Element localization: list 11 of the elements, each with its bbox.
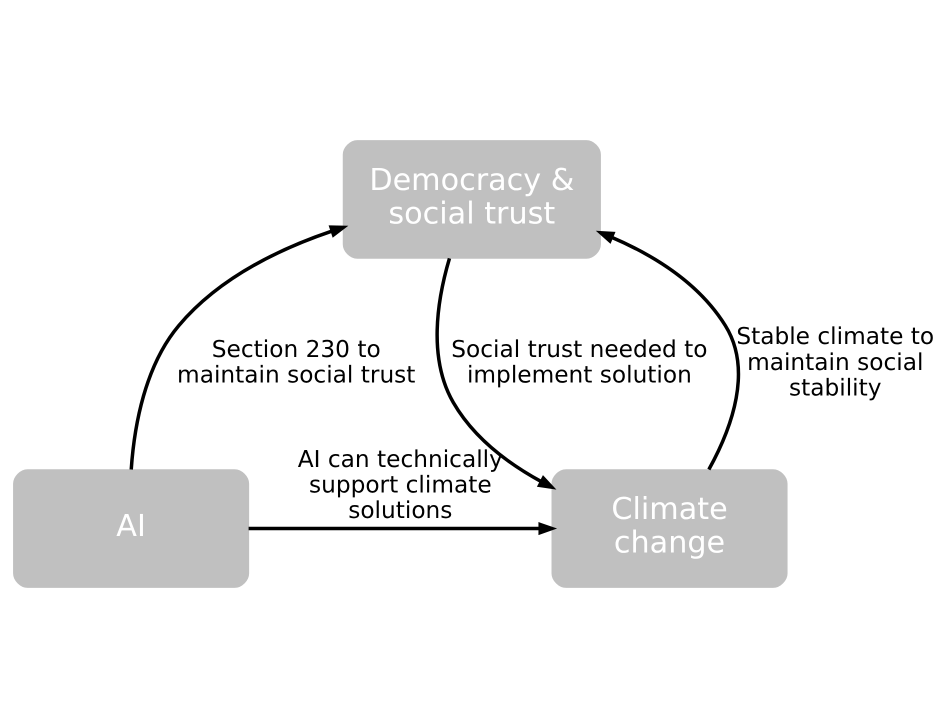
arrow bbox=[434, 257, 556, 490]
edge-label: Section 230 to maintain social trust bbox=[176, 336, 415, 388]
node-box: Climate change bbox=[551, 468, 788, 588]
arrow bbox=[129, 224, 348, 470]
edge-label: AI can technically support climate solutions bbox=[297, 445, 502, 524]
arrow bbox=[595, 230, 740, 470]
edge-label: Social trust needed to implement solution bbox=[450, 336, 708, 388]
edge-label: Stable climate to maintain social stability bbox=[736, 322, 934, 401]
arrow bbox=[248, 522, 557, 535]
node-box: AI bbox=[12, 468, 249, 588]
node-box: Democracy & social trust bbox=[342, 140, 600, 258]
